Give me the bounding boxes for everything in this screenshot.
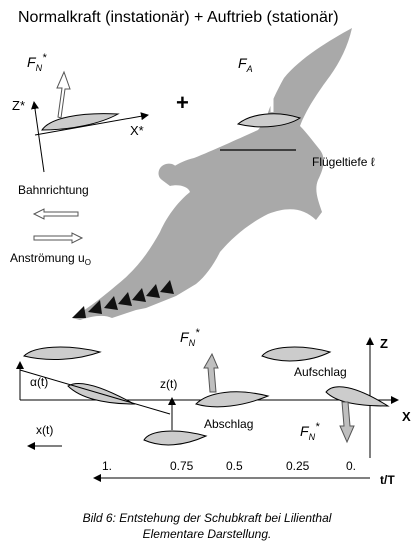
fn-top-label: FN* (27, 52, 47, 73)
fn-low-label: FN* (300, 421, 320, 442)
time-tick-075: 0.75 (170, 459, 194, 473)
foil-top-right (261, 346, 332, 362)
fn-top-arrow (56, 70, 71, 119)
aufschlag-label: Aufschlag (294, 365, 347, 379)
caption-line-1: Bild 6: Entstehung der Schubkraft bei Li… (83, 511, 332, 525)
foil-abschlag (195, 391, 270, 408)
time-tick-1: 1. (102, 459, 112, 473)
plus-sign: + (176, 90, 189, 115)
z-star-label: Z* (12, 98, 25, 113)
z-axis-label: Z (380, 336, 388, 351)
inset-airfoil (41, 113, 120, 131)
anstroemung-arrow (33, 232, 84, 244)
fa-label: FA (238, 55, 253, 74)
time-tick-0: 0. (346, 459, 356, 473)
kinematics-group: X Z α(t) z(t) FN* FN* Aufschlag Abschlag… (16, 327, 411, 487)
wing-airfoil-group: FA Flügeltiefe ℓ (220, 55, 375, 169)
foil-top-left (23, 346, 102, 360)
fn-mid-label: FN* (180, 327, 200, 348)
foil-low (143, 430, 208, 446)
wing-airfoil (236, 113, 302, 128)
x-t-label: x(t) (36, 423, 53, 437)
z-t-label: z(t) (160, 377, 177, 391)
flow-legend: Bahnrichtung Anströmung uO (10, 183, 91, 267)
chord-label: Flügeltiefe ℓ (312, 155, 375, 169)
x-star-label: X* (130, 123, 144, 138)
caption-line-2: Elementare Darstellung. (143, 527, 272, 541)
fn-low-arrow (339, 401, 355, 444)
alpha-label: α(t) (30, 375, 48, 389)
x-axis-label: X (402, 409, 411, 424)
z-star-axis (31, 101, 45, 173)
inset-airfoil-group: FN* Z* X* (12, 52, 149, 173)
alpha-chord-line (19, 369, 171, 415)
abschlag-label: Abschlag (204, 417, 253, 431)
time-axis-label: t/T (380, 473, 395, 487)
bahnrichtung-label: Bahnrichtung (18, 183, 89, 197)
diagram-title: Normalkraft (instationär) + Auftrieb (st… (18, 9, 339, 26)
time-tick-025: 0.25 (286, 459, 310, 473)
time-tick-05: 0.5 (226, 459, 243, 473)
anstroemung-label: Anströmung uO (10, 251, 91, 267)
bahnrichtung-arrow (32, 208, 79, 220)
x-star-axis (34, 112, 149, 136)
bird-silhouette (72, 28, 352, 320)
fn-mid-arrow (203, 352, 219, 393)
foil-aufschlag (325, 386, 390, 407)
fa-arrow-head (266, 70, 278, 84)
